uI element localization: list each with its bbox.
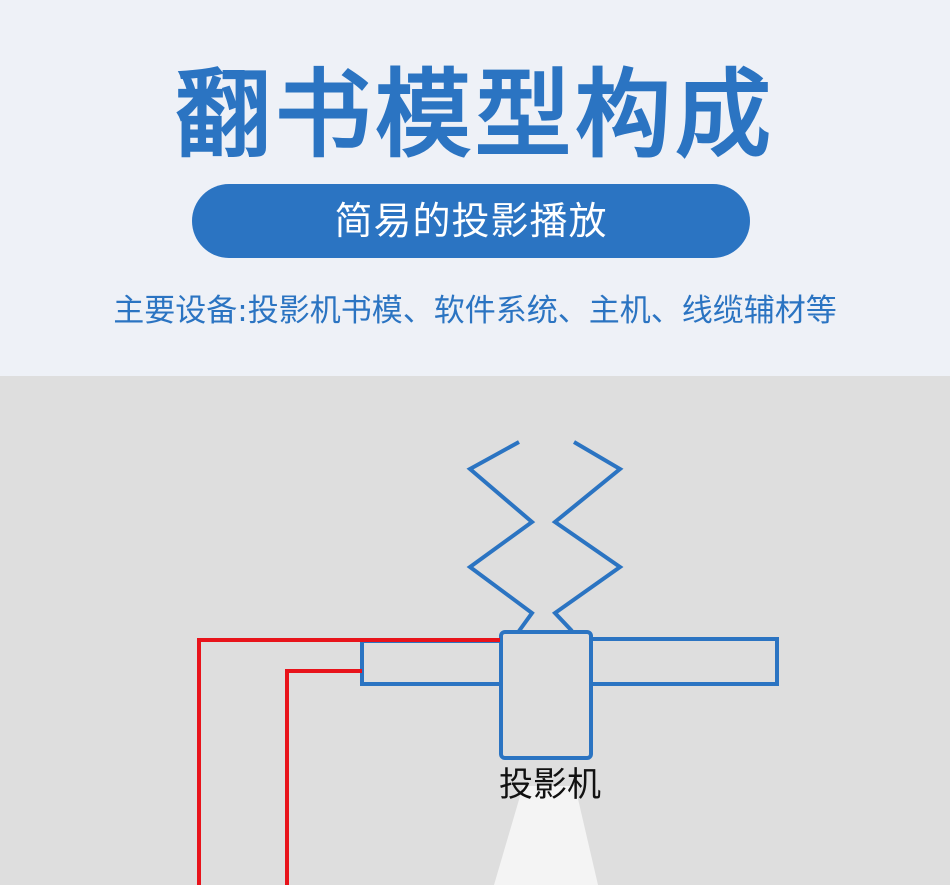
projector-light-beam	[494, 786, 598, 885]
mount-arm-left	[360, 639, 503, 686]
book-model-diagram	[197, 440, 779, 885]
header-section: 翻书模型构成 简易的投影播放 主要设备:投影机书模、软件系统、主机、线缆辅材等	[0, 0, 950, 376]
subtitle-pill: 简易的投影播放	[192, 184, 750, 258]
cable-outer	[197, 638, 500, 885]
page-title: 翻书模型构成	[175, 59, 775, 171]
page-zigzag-right	[551, 440, 624, 633]
projector-body	[499, 630, 593, 760]
mount-arm-right	[589, 637, 779, 686]
page-zigzag-left	[466, 440, 536, 633]
equipment-list-text: 主要设备:投影机书模、软件系统、主机、线缆辅材等	[113, 293, 837, 329]
projector-label: 投影机	[499, 765, 601, 805]
cable-inner	[285, 669, 362, 885]
diagram-area: 投影机	[0, 376, 950, 885]
